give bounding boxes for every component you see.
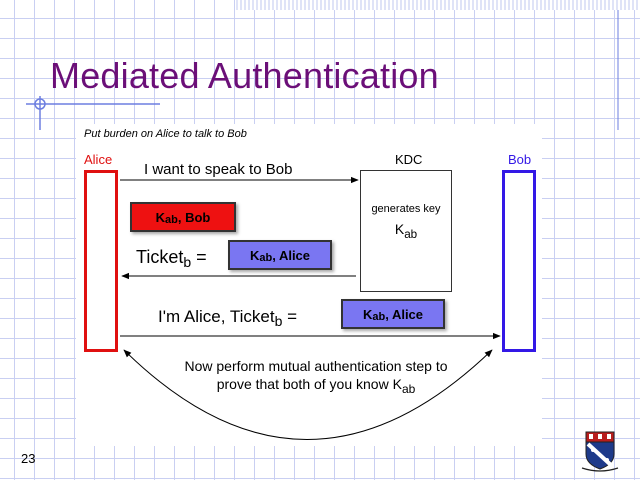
university-crest-logo [581, 431, 619, 472]
alice-label: Alice [84, 152, 113, 167]
mutual-auth-arrow [123, 349, 493, 440]
message-speak-to-bob: I want to speak to Bob [144, 161, 293, 178]
title-rule [26, 10, 619, 130]
top-band-decoration [236, 0, 640, 10]
page-number: 23 [21, 451, 36, 466]
ticket-b-label: Ticketb = [136, 247, 207, 270]
kdc-label: KDC [395, 152, 423, 167]
bob-box [502, 170, 536, 352]
kdc-box: generates key Kab [360, 170, 452, 292]
diagram-arrows [120, 176, 501, 440]
mediated-auth-diagram: Put burden on Alice to talk to Bob Alice… [76, 124, 542, 446]
kdc-key-text: Kab [394, 221, 418, 241]
message-im-alice: I'm Alice, Ticketb = [158, 307, 298, 329]
mutual-auth-text: Now perform mutual authentication step t… [184, 358, 448, 396]
diagram-caption: Put burden on Alice to talk to Bob [84, 128, 247, 140]
bob-label: Bob [508, 152, 532, 167]
slide-title: Mediated Authentication [50, 55, 439, 96]
alice-box [84, 170, 118, 352]
kdc-action-text: generates key [371, 203, 441, 215]
